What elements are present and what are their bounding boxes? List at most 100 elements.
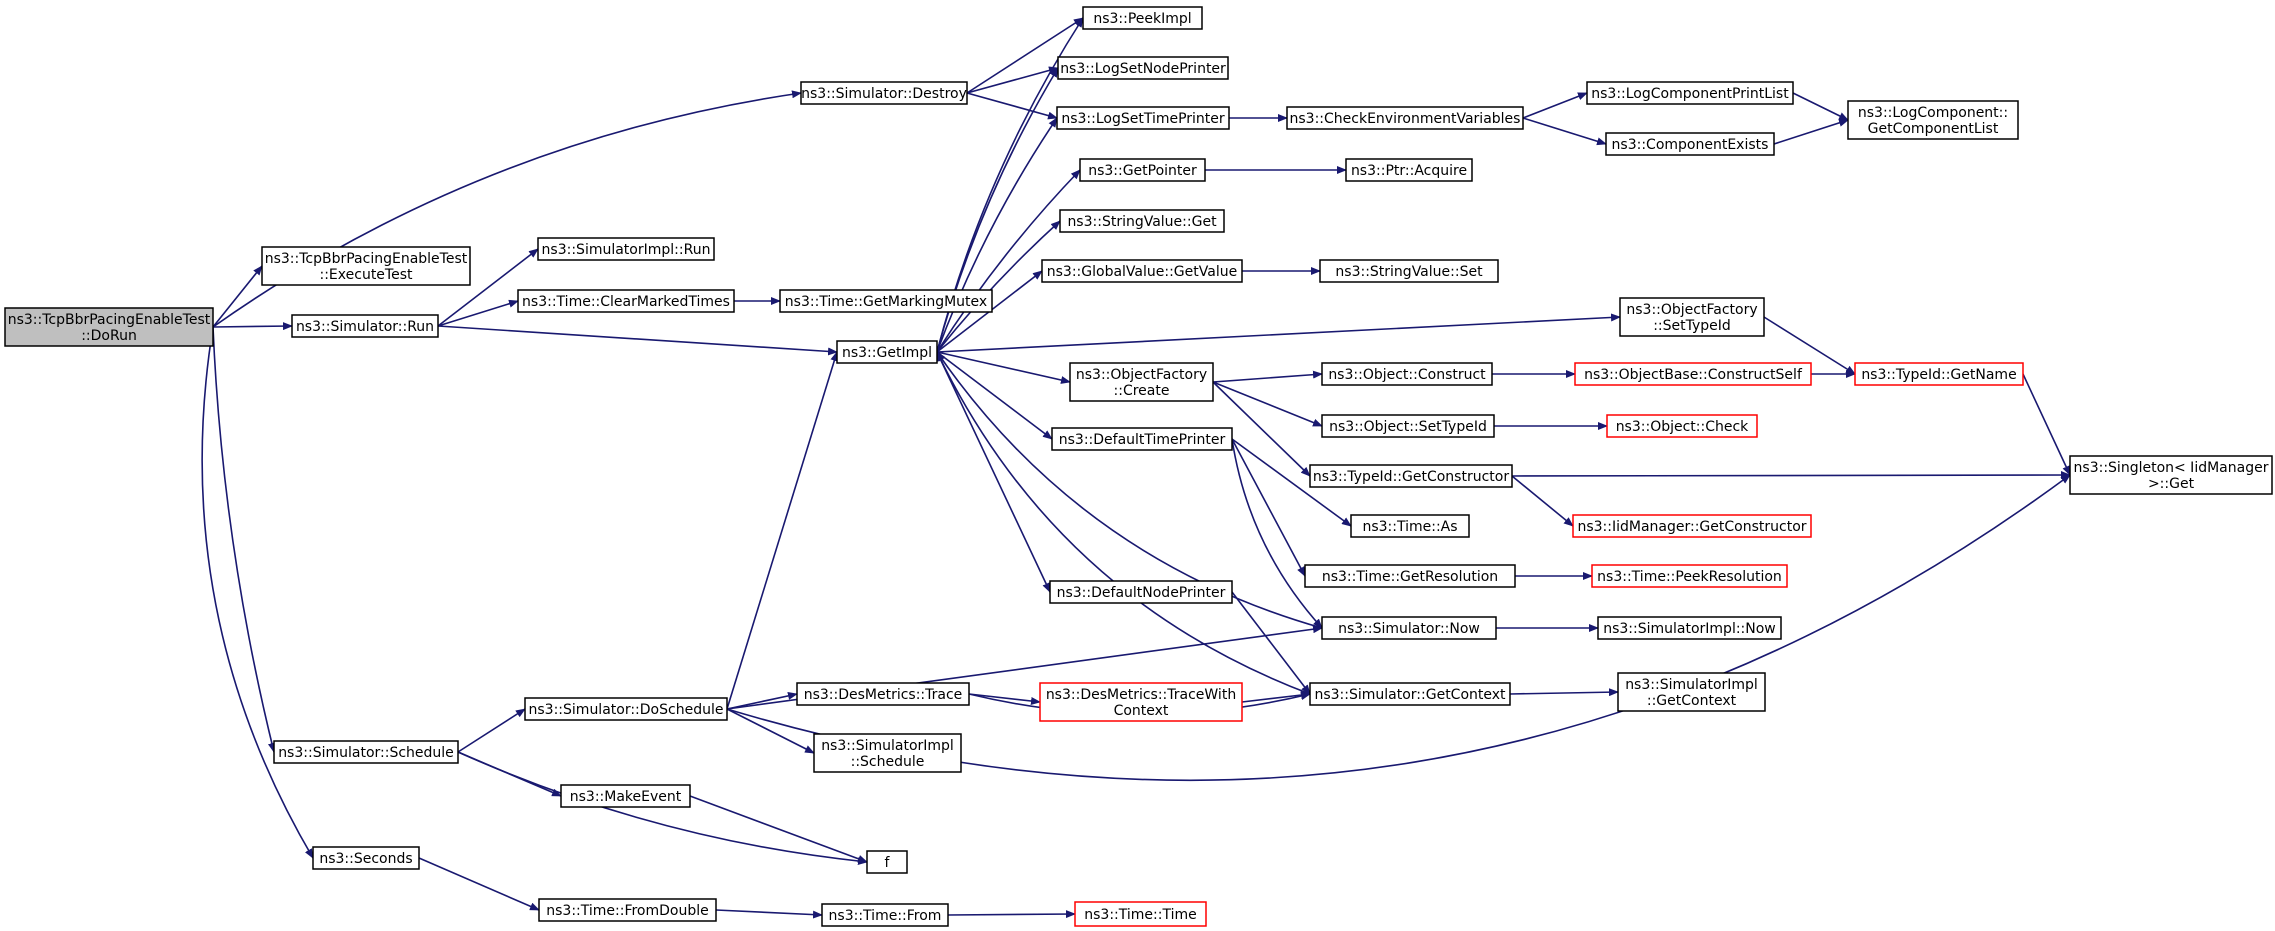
node-box[interactable]	[836, 340, 938, 364]
node-simimplnow[interactable]: ns3::SimulatorImpl::Now	[1597, 616, 1782, 640]
node-logsettime[interactable]: ns3::LogSetTimePrinter	[1056, 106, 1230, 130]
node-box[interactable]	[1350, 514, 1470, 538]
node-box[interactable]	[1309, 464, 1513, 488]
node-f[interactable]: f	[866, 850, 908, 874]
node-seconds[interactable]: ns3::Seconds	[312, 846, 420, 870]
node-box[interactable]	[524, 697, 728, 721]
node-getimpl[interactable]: ns3::GetImpl	[836, 340, 938, 364]
node-objsettypeid[interactable]: ns3::Object::SetTypeId	[1321, 414, 1495, 438]
node-box[interactable]	[291, 314, 439, 338]
node-box[interactable]	[866, 850, 908, 874]
node-destroy[interactable]: ns3::Simulator::Destroy	[800, 81, 968, 105]
node-box[interactable]	[796, 682, 970, 706]
node-stringget[interactable]: ns3::StringValue::Get	[1059, 209, 1225, 233]
node-iidgetctor[interactable]: ns3::IidManager::GetConstructor	[1572, 514, 1812, 538]
node-box[interactable]	[261, 246, 471, 286]
node-box[interactable]	[1586, 81, 1794, 105]
node-box[interactable]	[1574, 362, 1812, 386]
node-box[interactable]	[1041, 259, 1243, 283]
node-simnow[interactable]: ns3::Simulator::Now	[1321, 616, 1497, 640]
node-makeevent[interactable]: ns3::MakeEvent	[560, 784, 691, 808]
node-getcontext[interactable]: ns3::Simulator::GetContext	[1309, 682, 1511, 706]
node-peekimpl[interactable]: ns3::PeekImpl	[1082, 6, 1203, 30]
node-box[interactable]	[1606, 414, 1758, 438]
node-box[interactable]	[537, 237, 715, 261]
node-defnodeprinter[interactable]: ns3::DefaultNodePrinter	[1049, 580, 1233, 604]
node-ofsettypeid[interactable]: ns3::ObjectFactory::SetTypeId	[1619, 297, 1765, 337]
node-box[interactable]	[779, 289, 993, 313]
node-box[interactable]	[1304, 564, 1516, 588]
node-box[interactable]	[1345, 158, 1473, 182]
node-timeas[interactable]: ns3::Time::As	[1350, 514, 1470, 538]
node-stringset[interactable]: ns3::StringValue::Set	[1319, 259, 1499, 283]
node-box[interactable]	[1074, 901, 1207, 927]
node-timetime[interactable]: ns3::Time::Time	[1074, 901, 1207, 927]
node-checkenv[interactable]: ns3::CheckEnvironmentVariables	[1286, 106, 1524, 130]
node-ptracquire[interactable]: ns3::Ptr::Acquire	[1345, 158, 1473, 182]
node-globalgetvalue[interactable]: ns3::GlobalValue::GetValue	[1041, 259, 1243, 283]
node-box[interactable]	[1572, 514, 1812, 538]
node-box[interactable]	[1057, 56, 1229, 80]
node-simimplgetctx[interactable]: ns3::SimulatorImpl::GetContext	[1617, 672, 1766, 712]
node-box[interactable]	[1854, 362, 2024, 386]
node-typeidgetname[interactable]: ns3::TypeId::GetName	[1854, 362, 2024, 386]
node-box[interactable]	[1039, 682, 1243, 722]
node-logcompprintlist[interactable]: ns3::LogComponentPrintList	[1586, 81, 1794, 105]
node-box[interactable]	[312, 846, 420, 870]
node-box[interactable]	[1619, 297, 1765, 337]
node-getmarkingmutex[interactable]: ns3::Time::GetMarkingMutex	[779, 289, 993, 313]
node-ofcreate[interactable]: ns3::ObjectFactory::Create	[1069, 362, 1214, 402]
node-box[interactable]	[813, 733, 962, 773]
node-box[interactable]	[1051, 427, 1233, 451]
node-deftimeprinter[interactable]: ns3::DefaultTimePrinter	[1051, 427, 1233, 451]
node-box[interactable]	[4, 307, 214, 347]
node-getpointer[interactable]: ns3::GetPointer	[1079, 158, 1206, 182]
node-constructself[interactable]: ns3::ObjectBase::ConstructSelf	[1574, 362, 1812, 386]
node-doschedule[interactable]: ns3::Simulator::DoSchedule	[524, 697, 728, 721]
node-box[interactable]	[1049, 580, 1233, 604]
node-timefrom[interactable]: ns3::Time::From	[821, 903, 949, 927]
node-box[interactable]	[821, 903, 949, 927]
node-simimplrun[interactable]: ns3::SimulatorImpl::Run	[537, 237, 715, 261]
node-box[interactable]	[517, 289, 735, 313]
node-executetest[interactable]: ns3::TcpBbrPacingEnableTest::ExecuteTest	[261, 246, 471, 286]
node-box[interactable]	[1286, 106, 1524, 130]
node-run[interactable]: ns3::Simulator::Run	[291, 314, 439, 338]
node-getcomplist[interactable]: ns3::LogComponent::GetComponentList	[1847, 100, 2019, 140]
node-box[interactable]	[1321, 414, 1495, 438]
node-box[interactable]	[800, 81, 968, 105]
node-box[interactable]	[2069, 455, 2273, 495]
node-box[interactable]	[1591, 564, 1788, 588]
node-objconstruct[interactable]: ns3::Object::Construct	[1321, 362, 1493, 386]
node-box[interactable]	[1605, 132, 1775, 156]
node-box[interactable]	[1321, 616, 1497, 640]
node-objcheck[interactable]: ns3::Object::Check	[1606, 414, 1758, 438]
node-logsetnode[interactable]: ns3::LogSetNodePrinter	[1057, 56, 1229, 80]
node-box[interactable]	[1082, 6, 1203, 30]
node-box[interactable]	[1617, 672, 1766, 712]
node-box[interactable]	[273, 740, 459, 764]
node-simimplschedule[interactable]: ns3::SimulatorImpl::Schedule	[813, 733, 962, 773]
node-timegetres[interactable]: ns3::Time::GetResolution	[1304, 564, 1516, 588]
node-box[interactable]	[1079, 158, 1206, 182]
node-box[interactable]	[1847, 100, 2019, 140]
node-desmetricstrace[interactable]: ns3::DesMetrics::Trace	[796, 682, 970, 706]
node-peekres[interactable]: ns3::Time::PeekResolution	[1591, 564, 1788, 588]
node-clearmarked[interactable]: ns3::Time::ClearMarkedTimes	[517, 289, 735, 313]
node-compexists[interactable]: ns3::ComponentExists	[1605, 132, 1775, 156]
node-box[interactable]	[538, 898, 717, 922]
node-fromdouble[interactable]: ns3::Time::FromDouble	[538, 898, 717, 922]
node-box[interactable]	[1056, 106, 1230, 130]
node-box[interactable]	[1597, 616, 1782, 640]
node-singletonget[interactable]: ns3::Singleton< IidManager >::Get	[2069, 455, 2273, 495]
node-dorun[interactable]: ns3::TcpBbrPacingEnableTest::DoRun	[4, 307, 214, 347]
node-typeidgetctor[interactable]: ns3::TypeId::GetConstructor	[1309, 464, 1513, 488]
node-box[interactable]	[1319, 259, 1499, 283]
node-box[interactable]	[1059, 209, 1225, 233]
node-box[interactable]	[1069, 362, 1214, 402]
node-schedule[interactable]: ns3::Simulator::Schedule	[273, 740, 459, 764]
node-box[interactable]	[1321, 362, 1493, 386]
node-box[interactable]	[560, 784, 691, 808]
node-box[interactable]	[1309, 682, 1511, 706]
